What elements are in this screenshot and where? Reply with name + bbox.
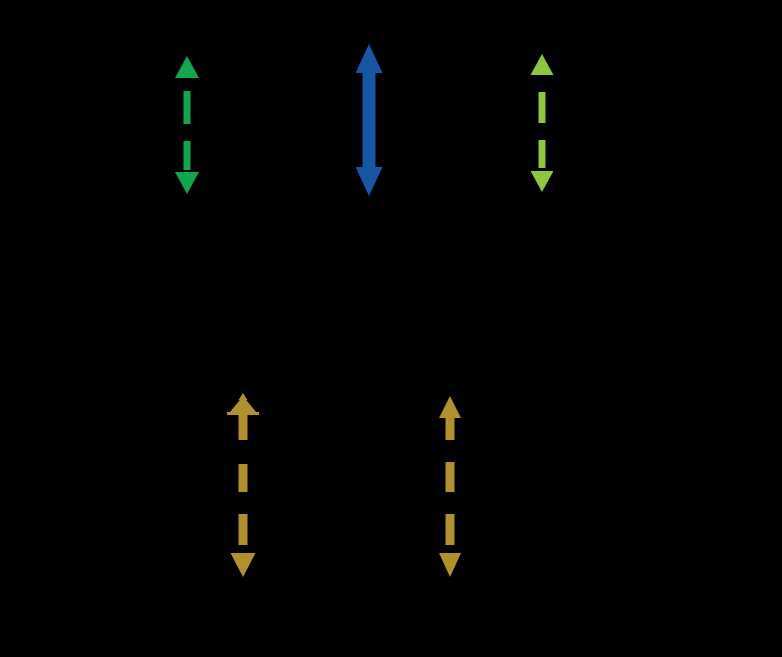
- blue-solid-double-arrow: [355, 44, 383, 196]
- gold-dashed-double-arrow-right: [439, 396, 461, 577]
- lightgreen-dashed-double-arrow: [530, 54, 554, 192]
- green-dashed-double-arrow: [175, 56, 199, 194]
- gold-dashed-double-arrow-left: [227, 393, 259, 577]
